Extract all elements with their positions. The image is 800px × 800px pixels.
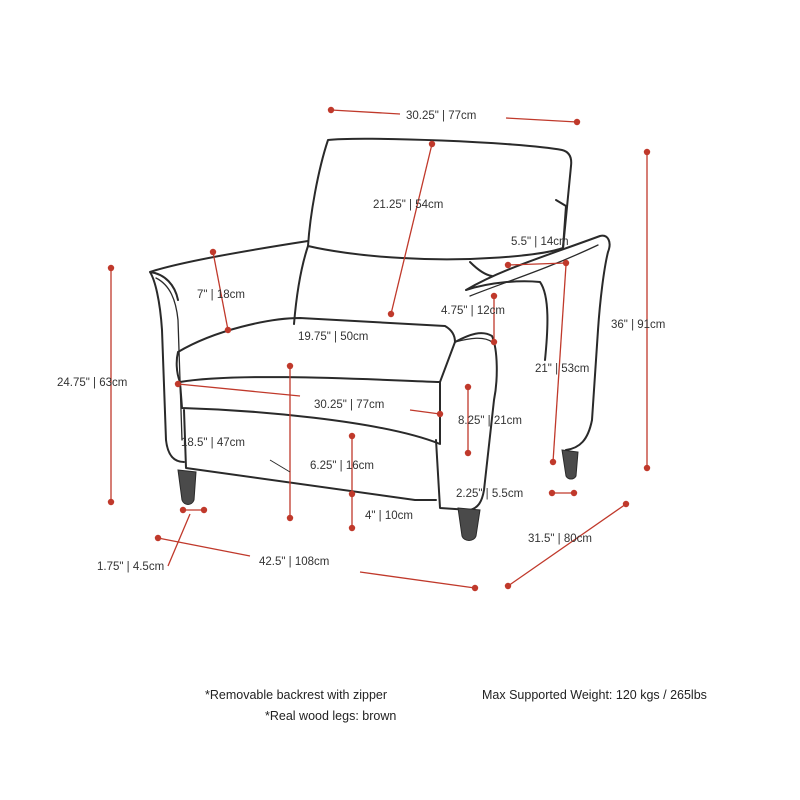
label-arm-thickness: 4.75" | 12cm [441, 305, 505, 317]
note-legs: *Real wood legs: brown [265, 709, 397, 723]
label-leg-height: 4" | 10cm [365, 510, 413, 522]
label-back-width: 30.25" | 77cm [406, 110, 476, 122]
label-overall-width: 42.5" | 108cm [259, 556, 329, 568]
dim-arm-width [507, 262, 567, 266]
label-back-height: 21.25" | 54cm [373, 199, 443, 211]
front-right-leg [457, 507, 481, 541]
dim-back-width-right [505, 117, 578, 123]
back-cushion-lower [293, 245, 309, 325]
dimension-lines [107, 106, 651, 592]
label-leg-inset: 1.75" | 4.5cm [97, 561, 164, 573]
dim-overall-width-left [157, 537, 251, 557]
dim-seat-width-left [177, 383, 301, 397]
dim-seat-height-leader [269, 459, 291, 473]
right-arm [465, 234, 611, 451]
back-right-leg [561, 449, 579, 480]
dim-arm-drop [212, 251, 229, 331]
dim-overall-width-right [359, 571, 476, 589]
dim-seat-width-right [409, 409, 441, 415]
dimension-labels: 30.25" | 77cm 21.25" | 54cm 5.5" | 14cm … [57, 110, 665, 573]
dim-back-width-left [330, 109, 401, 115]
back-frame-side [555, 199, 567, 249]
right-arm-seam [454, 337, 493, 343]
label-seat-width: 30.25" | 77cm [314, 399, 384, 411]
left-arm [149, 240, 309, 463]
label-overall-depth: 31.5" | 80cm [528, 533, 592, 545]
right-arm-front [435, 332, 498, 511]
left-arm-front-piping [155, 277, 183, 441]
label-arm-height: 21" | 53cm [535, 363, 589, 375]
label-cushion-height: 8.25" | 21cm [458, 415, 522, 427]
dim-back-height [390, 143, 433, 315]
seat-cushion-front [179, 381, 441, 445]
note-backrest: *Removable backrest with zipper [205, 688, 388, 702]
label-overall-height: 36" | 91cm [611, 319, 665, 331]
front-left-leg [177, 469, 197, 505]
label-seat-height: 18.5" | 47cm [181, 437, 245, 449]
seat-frame [183, 409, 437, 501]
seat-cushion [175, 317, 456, 383]
back-cushion-lower-right [469, 261, 493, 277]
right-arm-top-edge [469, 244, 599, 297]
label-arm-floor-height: 24.75" | 63cm [57, 377, 127, 389]
dim-arm-height [552, 264, 567, 463]
label-arm-width: 5.5" | 14cm [511, 236, 569, 248]
dim-leg-inset-leader [167, 513, 191, 567]
label-arm-drop: 7" | 18cm [197, 289, 245, 301]
label-seat-depth: 19.75" | 50cm [298, 331, 368, 343]
label-leg-width: 2.25" | 5.5cm [456, 488, 523, 500]
label-seat-frame-height: 6.25" | 16cm [310, 460, 374, 472]
note-max-weight: Max Supported Weight: 120 kgs / 265lbs [482, 688, 707, 702]
armchair-outline [149, 137, 611, 541]
dim-overall-depth [507, 503, 627, 587]
